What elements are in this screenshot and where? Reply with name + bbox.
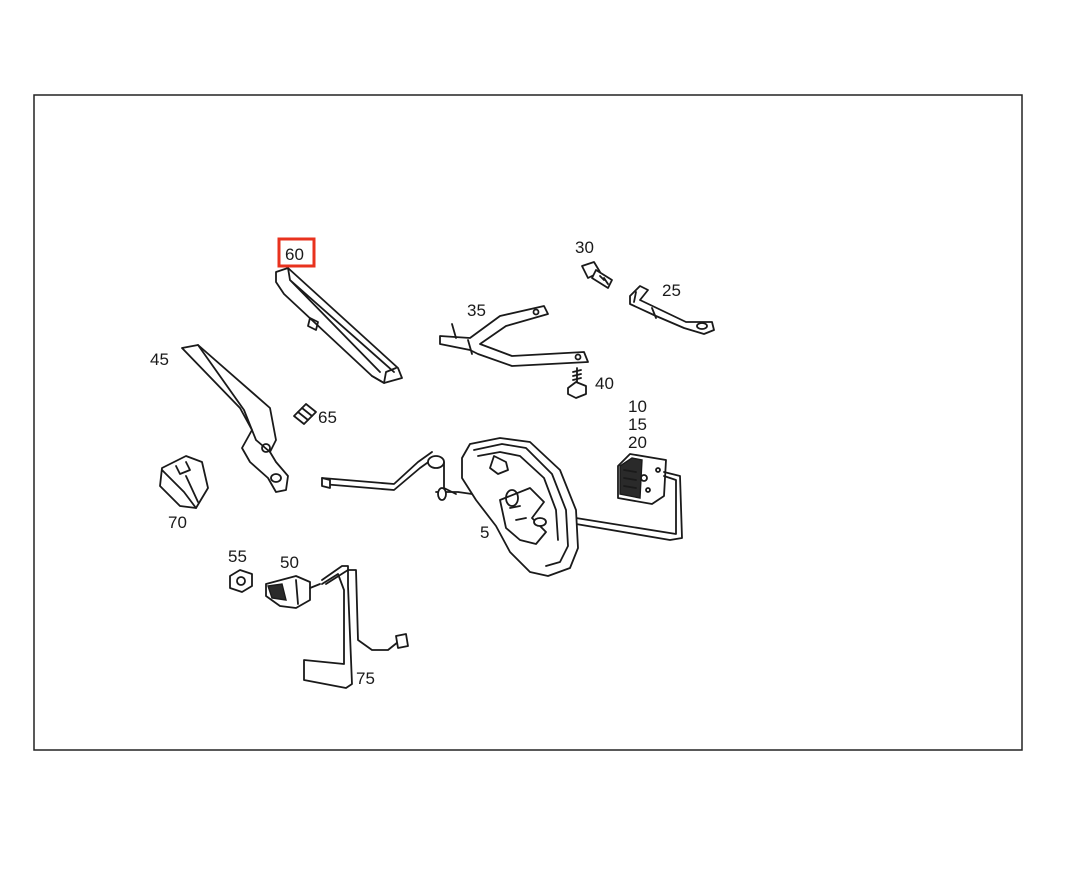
callout-55[interactable]: 55 <box>228 547 247 566</box>
callout-65[interactable]: 65 <box>318 408 337 427</box>
callout-15[interactable]: 15 <box>628 415 647 434</box>
part-40-screw[interactable] <box>567 367 587 399</box>
callout-75[interactable]: 75 <box>356 669 375 688</box>
callout-20[interactable]: 20 <box>628 433 647 452</box>
part-30-bolt[interactable] <box>581 261 613 289</box>
part-60-wiper-blade[interactable] <box>275 267 403 384</box>
part-10-15-20-relay-block[interactable] <box>559 453 683 541</box>
callout-60[interactable]: 60 <box>285 245 304 264</box>
part-70-cap[interactable] <box>159 455 209 509</box>
callout-labels: 60 30 25 35 45 40 10 15 20 65 70 5 55 50… <box>150 238 681 688</box>
callout-40[interactable]: 40 <box>595 374 614 393</box>
part-35-support-bracket[interactable] <box>439 305 589 367</box>
callout-30[interactable]: 30 <box>575 238 594 257</box>
part-55-nut[interactable] <box>229 569 253 593</box>
callout-50[interactable]: 50 <box>280 553 299 572</box>
highlighted-callout-box <box>277 237 316 268</box>
callout-45[interactable]: 45 <box>150 350 169 369</box>
part-45-wiper-arm[interactable] <box>181 344 289 493</box>
part-5-wiper-motor[interactable] <box>321 437 579 577</box>
part-75-hose[interactable] <box>303 565 409 689</box>
callout-10[interactable]: 10 <box>628 397 647 416</box>
callout-25[interactable]: 25 <box>662 281 681 300</box>
part-25-mounting-bracket[interactable] <box>629 285 715 335</box>
callout-5[interactable]: 5 <box>480 523 489 542</box>
callout-35[interactable]: 35 <box>467 301 486 320</box>
diagram-frame <box>33 94 1023 751</box>
part-50-washer-pump[interactable] <box>265 575 321 609</box>
part-65-pin[interactable] <box>293 403 317 425</box>
callout-70[interactable]: 70 <box>168 513 187 532</box>
